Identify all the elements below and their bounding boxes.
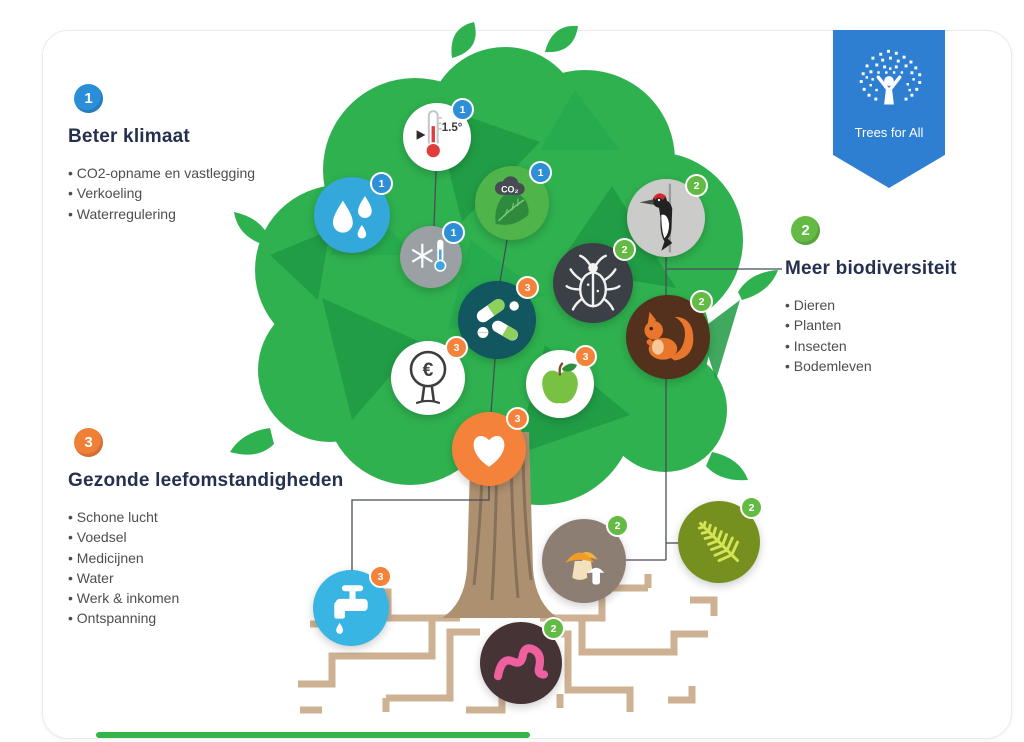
list-item: Insecten (785, 336, 1000, 356)
section-title: Beter klimaat (68, 126, 190, 147)
list-item: Schone lucht (68, 507, 368, 527)
section-title: Gezonde leefomstandigheden (68, 470, 344, 491)
badge-biodiversity: 2 (690, 290, 713, 313)
section-living-conditions: 3 Gezonde leefomstandigheden Schone luch… (68, 428, 368, 629)
euro-label: € (423, 360, 434, 381)
badge-living: 3 (445, 336, 468, 359)
thermometer-icon: 1.5° 1 (403, 98, 474, 171)
heart-icon: 3 (452, 407, 529, 486)
co2-leaf-icon: CO₂ 1 (475, 161, 552, 240)
logo-label: Trees for All (854, 125, 924, 140)
list-item: Medicijnen (68, 548, 368, 568)
apple-icon: 3 (526, 345, 597, 418)
badge-biodiversity: 2 (542, 617, 565, 640)
section-title: Meer biodiversiteit (785, 258, 957, 279)
badge-climate: 1 (451, 98, 474, 121)
badge-living: 3 (506, 407, 529, 430)
section-items: Schone lucht Voedsel Medicijnen Water We… (68, 507, 368, 629)
list-item: Planten (785, 315, 1000, 335)
list-item: Voedsel (68, 527, 368, 547)
badge-biodiversity: 2 (606, 514, 629, 537)
list-item: CO2-opname en vastlegging (68, 163, 318, 183)
section-number-badge: 1 (74, 84, 103, 113)
section-number-badge: 2 (791, 216, 820, 245)
ground-strip (96, 732, 530, 738)
beetle-icon: 2 (553, 238, 636, 323)
section-biodiversity: 2 Meer biodiversiteit Dieren Planten Ins… (785, 216, 1000, 376)
badge-biodiversity: 2 (685, 174, 708, 197)
badge-living: 3 (369, 565, 392, 588)
water-drops-icon: 1 (314, 172, 393, 253)
list-item: Werk & inkomen (68, 588, 368, 608)
worm-icon: 2 (480, 617, 565, 704)
badge-climate: 1 (442, 221, 465, 244)
list-item: Waterregulering (68, 204, 318, 224)
badge-climate: 1 (529, 161, 552, 184)
temperature-label: 1.5° (442, 122, 463, 134)
badge-living: 3 (574, 345, 597, 368)
logo-tree-icon (859, 49, 922, 105)
badge-climate: 1 (370, 172, 393, 195)
section-items: Dieren Planten Insecten Bodemleven (785, 295, 1000, 376)
mushrooms-icon: 2 (542, 514, 629, 603)
co2-label: CO₂ (501, 185, 518, 195)
list-item: Bodemleven (785, 356, 1000, 376)
list-item: Water (68, 568, 368, 588)
section-climate: 1 Beter klimaat CO2-opname en vastleggin… (68, 84, 318, 224)
fern-icon: 2 (678, 496, 763, 583)
squirrel-icon: 2 (626, 290, 713, 379)
list-item: Ontspanning (68, 608, 368, 628)
badge-living: 3 (516, 276, 539, 299)
woodpecker-icon: 2 (627, 174, 708, 257)
badge-biodiversity: 2 (740, 496, 763, 519)
pills-icon: 3 (458, 276, 539, 359)
badge-biodiversity: 2 (613, 238, 636, 261)
trees-for-all-logo: Trees for All (833, 30, 945, 188)
list-item: Dieren (785, 295, 1000, 315)
section-number-badge: 3 (74, 428, 103, 457)
euro-tree-icon: € 3 (391, 336, 468, 415)
section-items: CO2-opname en vastlegging Verkoeling Wat… (68, 163, 318, 224)
list-item: Verkoeling (68, 183, 318, 203)
frost-thermometer-icon: 1 (400, 221, 465, 288)
